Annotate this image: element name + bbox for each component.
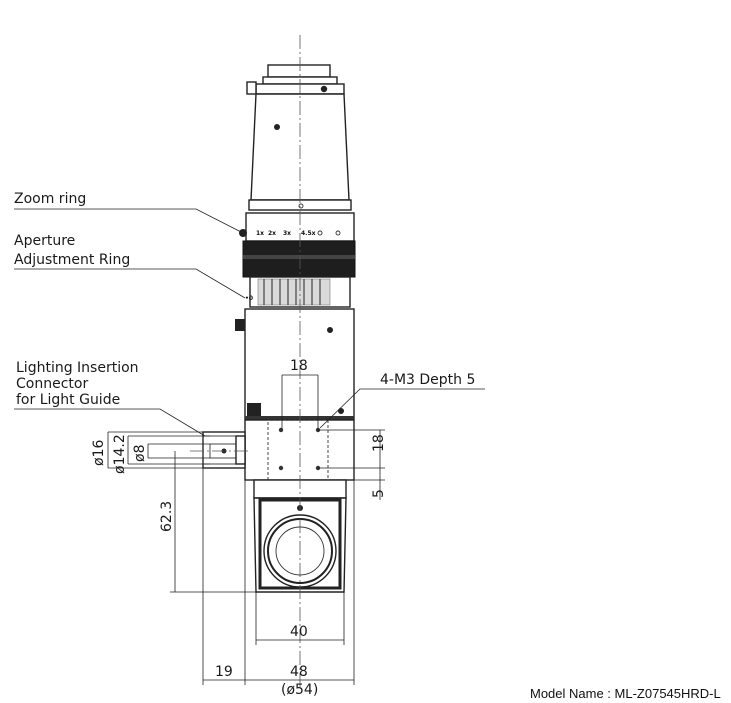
zoom-ring: 1x 2x 3x 4.5x [239,212,355,242]
lighting-label-line2: Connector [16,376,88,392]
dim-right-5: 5 [371,489,387,498]
light-guide-connector [202,431,246,469]
main-body [235,308,355,420]
dim-width-19: 19 [215,664,233,680]
zoom-mark-4-5x: 4.5x [301,230,316,237]
aperture-label-line2: Adjustment Ring [14,252,130,268]
knurled-ring [242,240,356,278]
illumination-block [244,419,355,481]
aperture-label-line1: Aperture [14,233,75,249]
dim-dia-54: (ø54) [281,682,318,698]
tapped-holes-label: 4-M3 Depth 5 [380,372,475,388]
dim-dia-16: ø16 [91,440,107,466]
aperture-ring: •0 [245,276,351,308]
dim-dia-8: ø8 [132,445,148,462]
zoom-mark-3x: 3x [283,230,291,237]
lighting-label-line3: for Light Guide [16,392,120,408]
lighting-label-line1: Lighting Insertion [16,360,139,376]
leader-lines [14,208,485,437]
dim-right-18: 18 [371,434,387,452]
dim-width-40: 40 [290,624,308,640]
zoom-ring-label: Zoom ring [14,191,86,207]
model-name: Model Name : ML-Z07545HRD-L [530,686,721,701]
dim-height-62-3: 62.3 [159,501,175,532]
zoom-mark-2x: 2x [268,230,276,237]
aperture-mark: •0 [245,295,253,302]
camera-mount [246,64,345,95]
zoom-mark-1x: 1x [256,230,264,237]
centerlines [190,35,301,690]
dimension-lines [107,374,385,685]
dim-dia-14-2: ø14.2 [112,434,128,474]
dim-top-18: 18 [290,358,308,374]
dim-width-48: 48 [290,664,308,680]
